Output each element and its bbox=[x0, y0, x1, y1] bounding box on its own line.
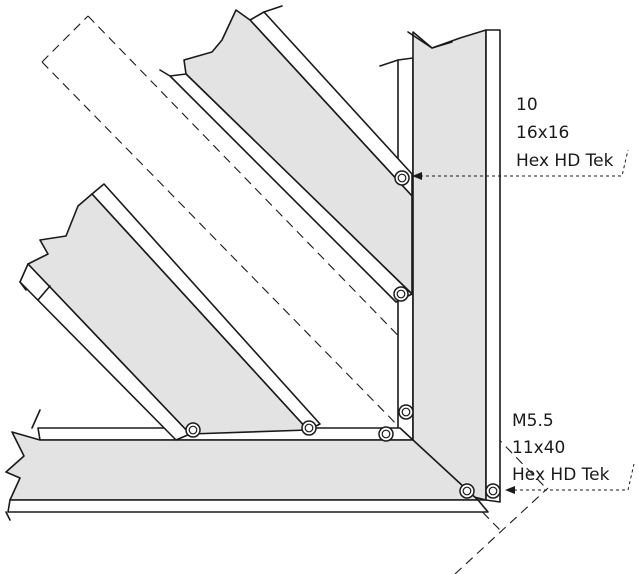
tek-screw-lower-diag-1 bbox=[185, 422, 201, 438]
tek-screw-upper-1 bbox=[394, 170, 410, 186]
lower-label-line2: 11x40 bbox=[512, 438, 565, 458]
tek-screw-corner bbox=[485, 483, 501, 499]
tek-screw-lower-diag-2 bbox=[301, 420, 317, 436]
upper-leader bbox=[412, 149, 629, 180]
upper-label-line1: 10 bbox=[516, 95, 538, 115]
lower-label-line3: Hex HD Tek bbox=[512, 465, 610, 485]
lower-fastener-label: M5.5 11x40 Hex HD Tek bbox=[512, 411, 610, 485]
tek-screw-horizontal bbox=[378, 426, 394, 442]
tek-screw-upper-2 bbox=[393, 286, 409, 302]
horizontal-member bbox=[5, 409, 489, 521]
tek-screw-bottom-end bbox=[459, 483, 475, 499]
fasteners bbox=[185, 170, 501, 499]
upper-label-line2: 16x16 bbox=[516, 123, 569, 143]
upper-fastener-label: 10 16x16 Hex HD Tek bbox=[516, 95, 614, 171]
vertical-member bbox=[379, 29, 501, 503]
upper-label-line3: Hex HD Tek bbox=[516, 151, 614, 171]
tek-screw-vertical bbox=[398, 404, 414, 420]
lower-diagonal-member bbox=[19, 183, 321, 441]
upper-diagonal-member bbox=[159, 5, 413, 303]
lower-label-line1: M5.5 bbox=[512, 411, 554, 431]
lower-leader bbox=[505, 463, 635, 494]
